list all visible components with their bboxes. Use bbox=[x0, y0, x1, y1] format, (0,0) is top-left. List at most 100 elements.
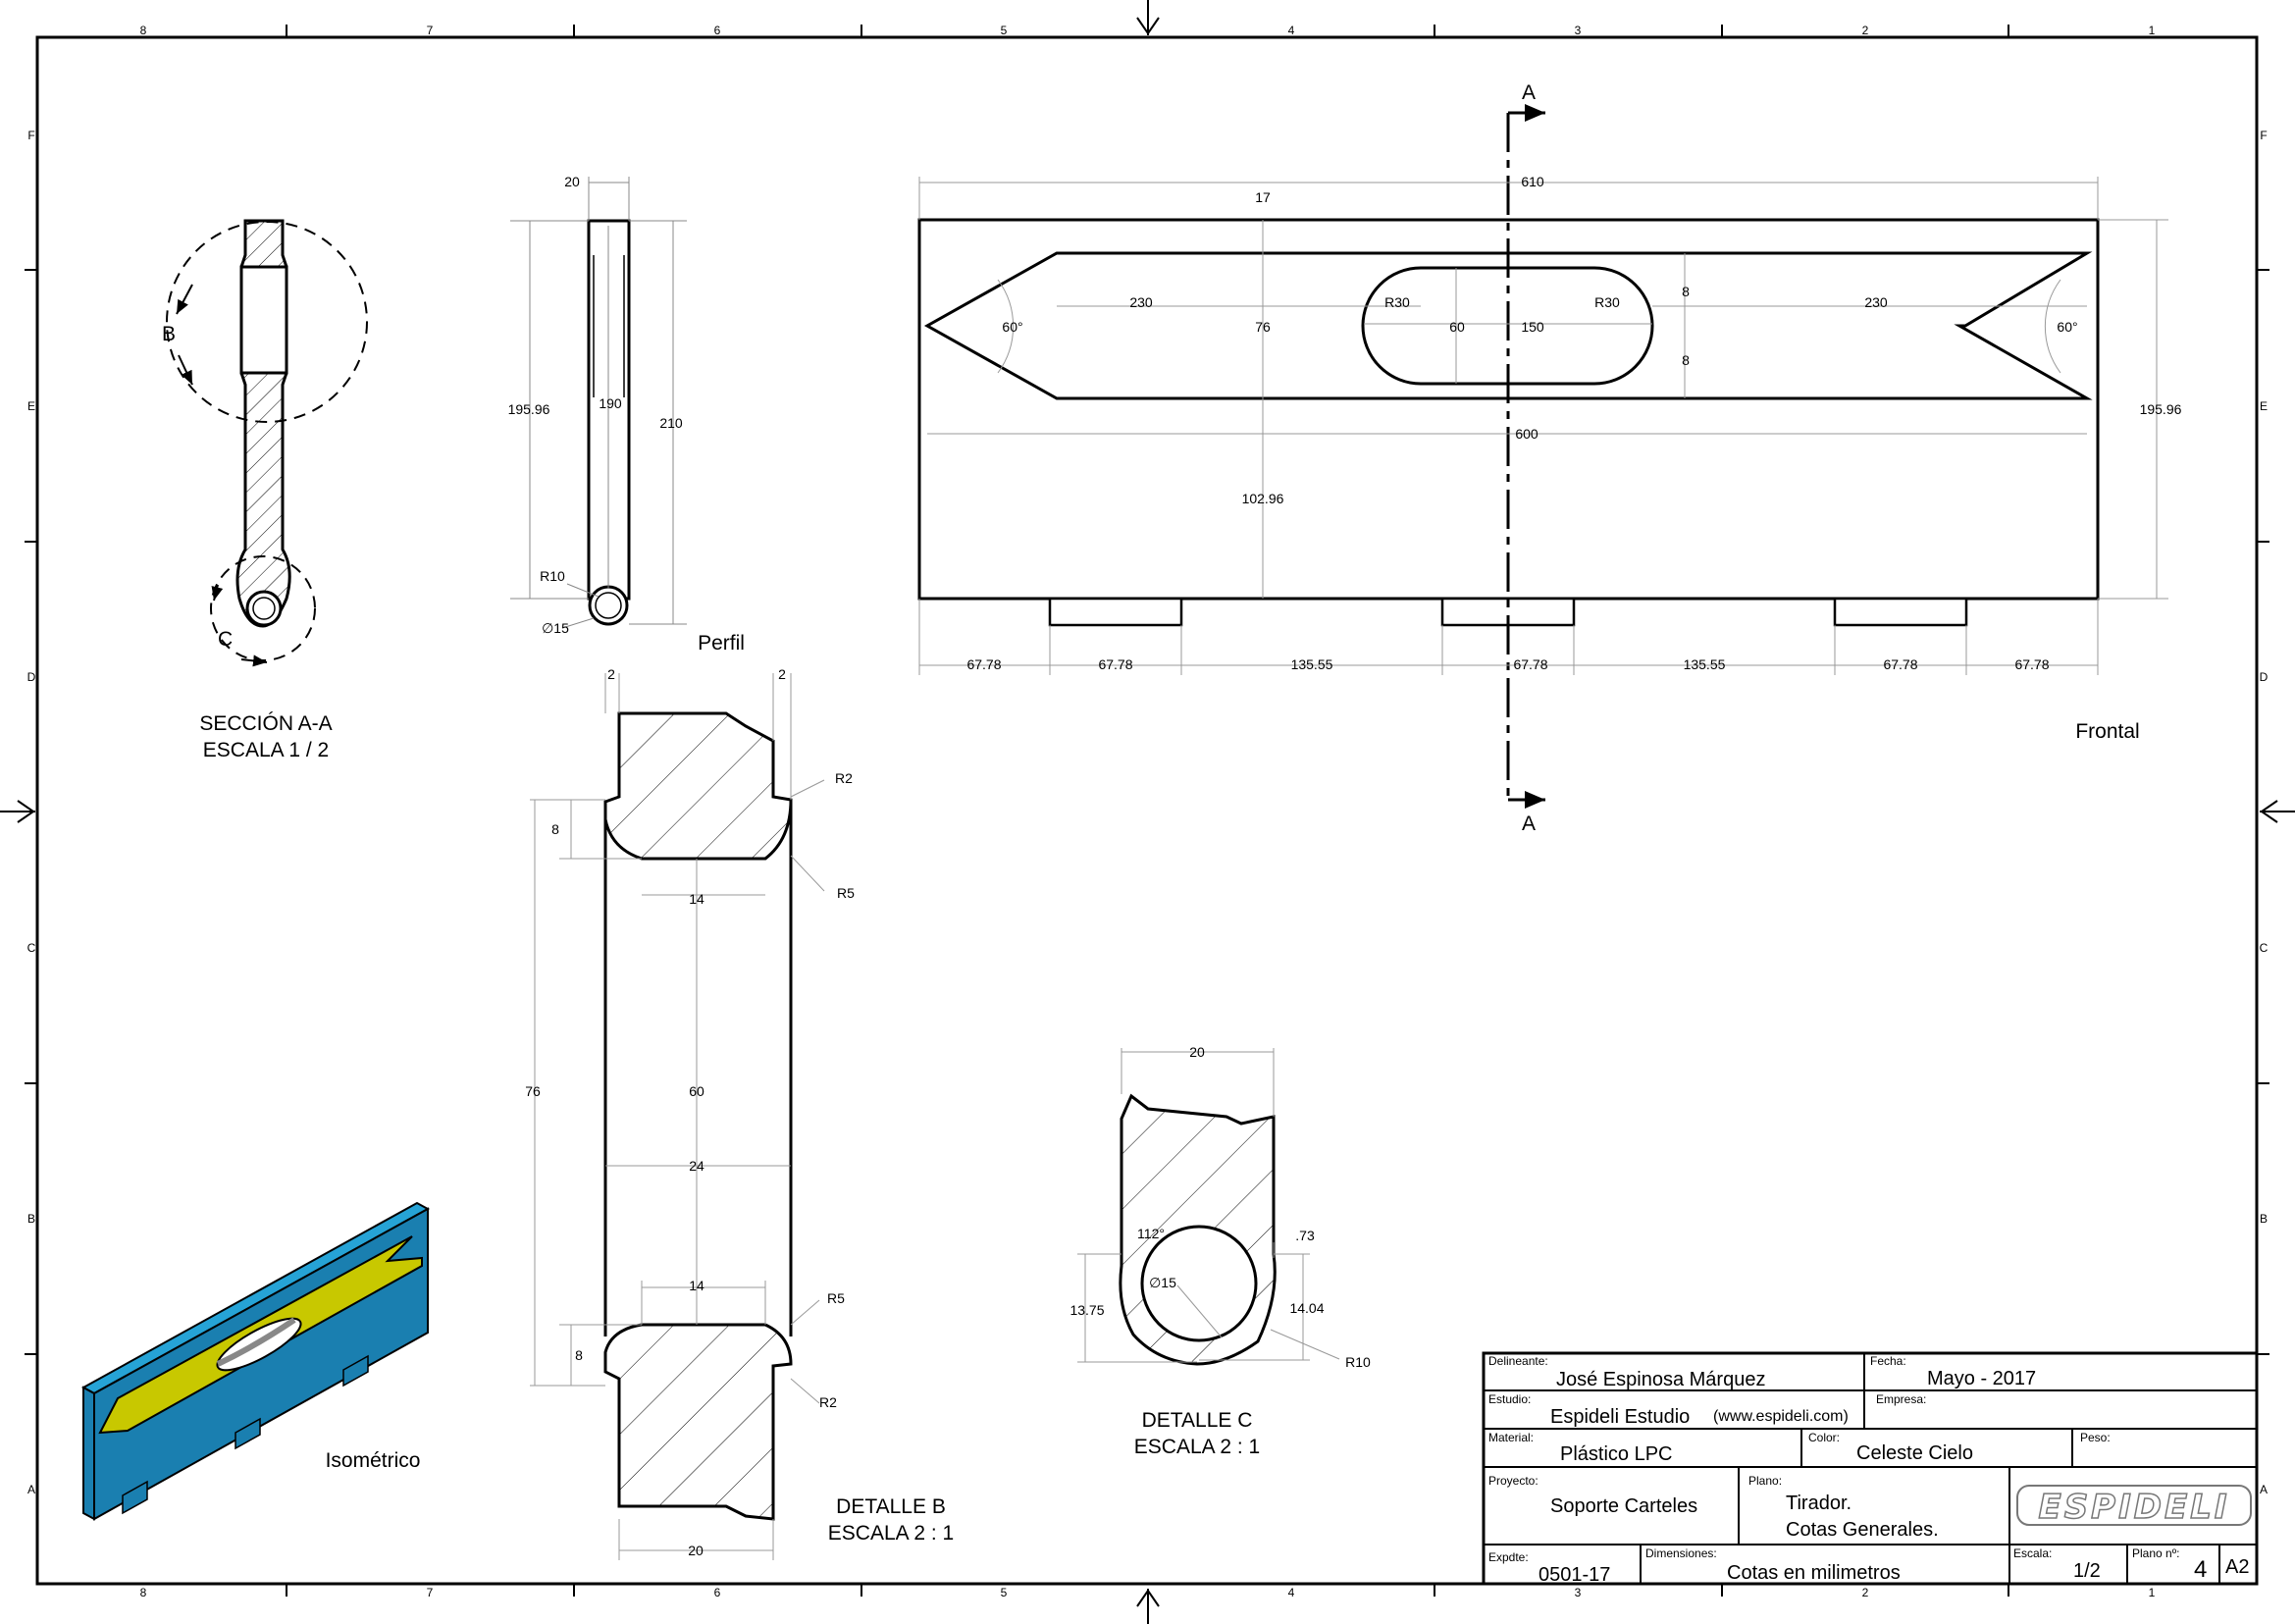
dim-label: R5 bbox=[837, 885, 855, 901]
dim-label: 60° bbox=[2057, 319, 2077, 335]
field-label: Proyecto: bbox=[1488, 1474, 1539, 1488]
dim-label: R10 bbox=[540, 568, 565, 584]
field-label: Peso: bbox=[2080, 1431, 2111, 1444]
dim-label: 2 bbox=[778, 666, 786, 682]
dim-label: ∅15 bbox=[1149, 1275, 1176, 1290]
title-block: Delineante: José Espinosa Márquez Fecha:… bbox=[1482, 1351, 2259, 1586]
profile-view: 20 190 210 195.96 R10 ∅15 Perfil bbox=[508, 174, 745, 655]
dim-label: R30 bbox=[1594, 294, 1620, 310]
zone-col-label: 6 bbox=[714, 24, 721, 37]
field-value: 4 bbox=[2194, 1556, 2207, 1583]
view-title: Frontal bbox=[2075, 720, 2139, 743]
dim-label: 610 bbox=[1521, 174, 1544, 189]
dim-label: 13.75 bbox=[1069, 1302, 1104, 1318]
field-value: (www.espideli.com) bbox=[1713, 1408, 1849, 1425]
field-value: Cotas Generales. bbox=[1786, 1519, 1939, 1541]
zone-col-label: 5 bbox=[1001, 24, 1008, 37]
dim-label: .73 bbox=[1295, 1228, 1315, 1243]
detail-callout-b: B bbox=[162, 323, 176, 345]
dim-label: 150 bbox=[1521, 319, 1544, 335]
detail-callout-c: C bbox=[218, 628, 233, 651]
section-mark: A bbox=[1522, 812, 1536, 835]
zone-col-label: 8 bbox=[140, 1586, 147, 1599]
dim-label: 14.04 bbox=[1289, 1300, 1324, 1316]
view-title: DETALLE C bbox=[1142, 1409, 1253, 1432]
field-label: Empresa: bbox=[1876, 1392, 1926, 1406]
section-view: B C SECCIÓN A-A ESCALA 1 / 2 bbox=[162, 219, 368, 761]
dim-label: 20 bbox=[1189, 1044, 1205, 1060]
field-value: Espideli Estudio bbox=[1550, 1406, 1690, 1428]
field-label: Delineante: bbox=[1488, 1354, 1548, 1368]
field-value: 1/2 bbox=[2073, 1560, 2101, 1582]
view-scale: ESCALA 1 / 2 bbox=[203, 739, 329, 761]
espideli-logo-frame bbox=[2016, 1485, 2252, 1526]
field-label: Expdte: bbox=[1488, 1550, 1529, 1564]
dim-label: 112° bbox=[1137, 1226, 1165, 1241]
zone-col-label: 8 bbox=[140, 24, 147, 37]
zone-row-label: F bbox=[27, 129, 34, 142]
view-title: DETALLE B bbox=[836, 1495, 946, 1518]
dim-label: 8 bbox=[1682, 284, 1690, 299]
dim-label: 135.55 bbox=[1291, 656, 1333, 672]
dim-label: 60° bbox=[1002, 319, 1022, 335]
field-value: Cotas en milimetros bbox=[1727, 1562, 1901, 1584]
dim-label: 20 bbox=[688, 1543, 704, 1558]
dim-label: 60 bbox=[689, 1083, 704, 1099]
front-view: A A 610 17 230 230 76 60 150 R30 bbox=[917, 81, 2182, 835]
view-scale: ESCALA 2 : 1 bbox=[828, 1522, 954, 1545]
dim-label: 76 bbox=[525, 1083, 541, 1099]
espideli-logo: ESPIDELI bbox=[2038, 1488, 2229, 1527]
dim-label: 14 bbox=[689, 891, 704, 907]
dim-label: 195.96 bbox=[2140, 401, 2182, 417]
zone-row-label: D bbox=[27, 670, 36, 684]
zone-col-label: 7 bbox=[427, 1586, 434, 1599]
dim-label: 14 bbox=[689, 1278, 704, 1293]
zone-col-label: 6 bbox=[714, 1586, 721, 1599]
dim-label: 67.78 bbox=[1513, 656, 1547, 672]
zone-row-label: D bbox=[2260, 670, 2269, 684]
field-label: Color: bbox=[1808, 1431, 1840, 1444]
zone-row-label: A bbox=[27, 1483, 35, 1496]
dim-label: 20 bbox=[564, 174, 580, 189]
dim-label: R2 bbox=[835, 770, 853, 786]
field-value: Plástico LPC bbox=[1560, 1443, 1673, 1465]
field-label: Plano: bbox=[1748, 1474, 1782, 1488]
dim-label: 67.78 bbox=[2014, 656, 2049, 672]
zone-col-label: 1 bbox=[2149, 1586, 2156, 1599]
dim-label: ∅15 bbox=[542, 620, 569, 636]
field-label: Plano nº: bbox=[2132, 1546, 2179, 1560]
zone-row-label: F bbox=[2260, 129, 2267, 142]
dim-label: 8 bbox=[551, 821, 559, 837]
field-value: Mayo - 2017 bbox=[1927, 1368, 2036, 1389]
zone-row-label: E bbox=[2260, 399, 2268, 413]
zone-row-label: B bbox=[27, 1212, 35, 1226]
dim-label: 195.96 bbox=[508, 401, 550, 417]
dim-label: 210 bbox=[659, 415, 683, 431]
dim-label: R2 bbox=[819, 1394, 837, 1410]
view-title: Perfil bbox=[698, 632, 745, 655]
dim-label: 60 bbox=[1449, 319, 1465, 335]
zone-row-label: E bbox=[27, 399, 35, 413]
zone-row-label: C bbox=[27, 941, 36, 955]
field-label: Estudio: bbox=[1488, 1392, 1531, 1406]
dim-label: 67.78 bbox=[1883, 656, 1917, 672]
zone-col-label: 2 bbox=[1862, 1586, 1869, 1599]
section-mark: A bbox=[1522, 81, 1536, 104]
dim-label: 8 bbox=[575, 1347, 583, 1363]
detail-b-view: 2 2 R2 R5 8 14 76 60 24 14 R5 8 R2 20 DE… bbox=[525, 666, 954, 1560]
dim-label: 230 bbox=[1129, 294, 1153, 310]
zone-row-label: B bbox=[2260, 1212, 2268, 1226]
dim-label: 67.78 bbox=[1098, 656, 1132, 672]
zone-col-label: 5 bbox=[1001, 1586, 1008, 1599]
zone-col-label: 3 bbox=[1575, 1586, 1582, 1599]
dim-label: 67.78 bbox=[966, 656, 1001, 672]
zone-row-label: A bbox=[2260, 1483, 2268, 1496]
dim-label: 24 bbox=[689, 1158, 704, 1174]
dim-label: R10 bbox=[1345, 1354, 1371, 1370]
zone-col-label: 2 bbox=[1862, 24, 1869, 37]
isometric-view: Isométrico bbox=[80, 1201, 431, 1521]
zone-row-label: C bbox=[2260, 941, 2269, 955]
field-value: José Espinosa Márquez bbox=[1556, 1369, 1765, 1390]
dim-label: 230 bbox=[1864, 294, 1888, 310]
